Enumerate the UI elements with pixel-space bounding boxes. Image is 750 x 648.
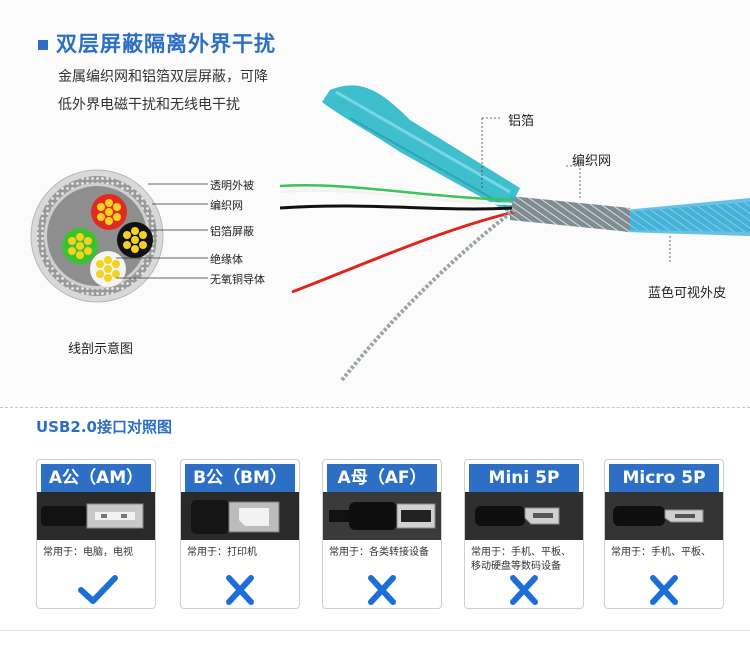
black-wire (279, 204, 513, 211)
connector-card-af: A母（AF） 常用于：各类转接设备 (322, 459, 442, 609)
connector-usage: 常用于：手机、平板、 (611, 547, 711, 558)
connector-name: B公（BM） (185, 464, 295, 492)
label-insulator: 绝缘体 (210, 253, 243, 266)
braid-body (510, 196, 630, 232)
description-line-2: 低外界电磁干扰和无线电干扰 (58, 97, 240, 113)
label-foil: 铝箔屏蔽 (210, 225, 254, 238)
square-bullet-icon (38, 40, 48, 50)
foil-wrap (322, 85, 520, 212)
connector-card-bm: B公（BM） 常用于：打印机 (180, 459, 300, 609)
green-conductor (62, 228, 98, 264)
drain-strand (340, 208, 516, 382)
connector-name: A公（AM） (41, 464, 151, 492)
section-divider (0, 407, 750, 408)
connector-name: Micro 5P (609, 464, 719, 492)
cross-icon (181, 574, 299, 606)
connector-usage-line-2: 移动硬盘等数码设备 (471, 561, 561, 572)
stripped-cable-illustration (279, 85, 750, 382)
description-line-1: 金属编织网和铝箔双层屏蔽，可降 (58, 69, 268, 85)
connector-name: A母（AF） (327, 464, 437, 492)
cable-callouts (481, 117, 671, 264)
label-jacket: 透明外被 (210, 179, 254, 192)
section-heading: 双层屏蔽隔离外界干扰 (38, 28, 276, 58)
label-foil-callout: 铝箔 (508, 114, 535, 129)
mini-usb-photo (465, 492, 583, 540)
section-heading-text: 双层屏蔽隔离外界干扰 (56, 32, 276, 56)
red-conductor (91, 194, 127, 230)
red-wire (291, 210, 515, 294)
label-braid: 编织网 (210, 199, 243, 212)
cross-icon (323, 574, 441, 606)
connector-usage: 常用于：电脑，电视 (43, 547, 133, 558)
connector-usage: 常用于：打印机 (187, 547, 257, 558)
micro-usb-photo (605, 492, 723, 540)
white-conductor (90, 251, 126, 287)
cable-cross-section-diagram (30, 169, 208, 303)
black-conductor (117, 222, 153, 258)
usb-b-male-photo (181, 492, 299, 540)
check-icon (37, 574, 155, 606)
green-wire (279, 184, 513, 202)
usb-a-male-photo (37, 492, 155, 540)
usb-section-title: USB2.0接口对照图 (36, 418, 172, 436)
connector-card-micro5p: Micro 5P 常用于：手机、平板、 (604, 459, 724, 609)
bottom-rule (0, 630, 750, 631)
label-braid-callout: 编织网 (572, 154, 612, 169)
cross-icon (605, 574, 723, 606)
label-jacket-callout: 蓝色可视外皮 (648, 286, 727, 301)
connector-card-mini5p: Mini 5P 常用于：手机、平板、移动硬盘等数码设备 (464, 459, 584, 609)
connector-usage-line-1: 常用于：手机、平板、 (471, 547, 571, 558)
callout-lines (116, 183, 208, 279)
label-conductor: 无氧铜导体 (210, 273, 265, 286)
diagram-caption: 线剖示意图 (68, 342, 134, 357)
connector-usage: 常用于：各类转接设备 (329, 547, 429, 558)
connector-usage: 常用于：手机、平板、移动硬盘等数码设备 (471, 546, 583, 574)
cross-icon (465, 574, 583, 606)
connector-card-am: A公（AM） 常用于：电脑，电视 (36, 459, 156, 609)
usb-a-female-photo (323, 492, 441, 540)
connector-name: Mini 5P (469, 464, 579, 492)
